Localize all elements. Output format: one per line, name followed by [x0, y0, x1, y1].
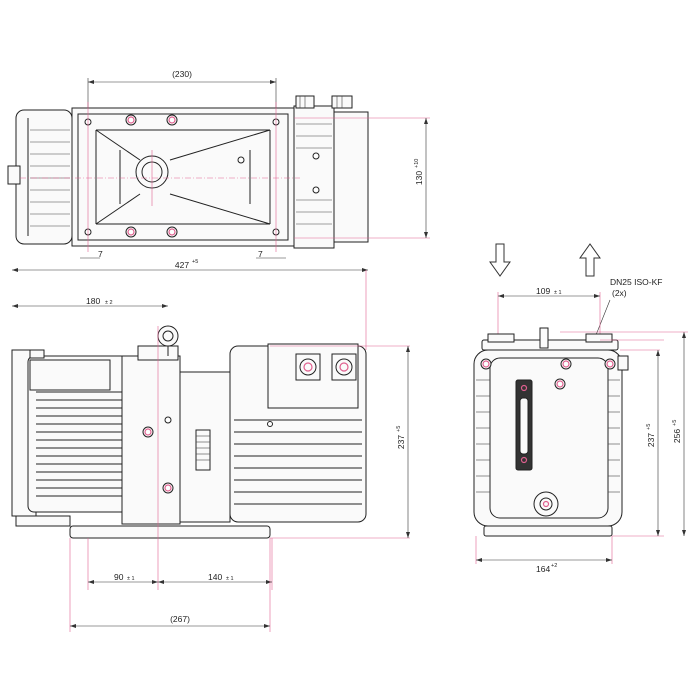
dim-base-length: (267) [170, 614, 190, 624]
dim-offset-right: 7 [258, 249, 263, 259]
end-view: DN25 ISO-KF (2x) 109 ± 1 [473, 277, 688, 574]
callout-flange-qty: (2x) [612, 288, 627, 298]
arrow-up-icon [579, 243, 601, 277]
dim-flange-offset-tol: ± 2 [105, 300, 113, 306]
arrow-down-icon [489, 243, 511, 277]
dim-overall-length: 427 [175, 260, 189, 270]
dim-end-width-tol: +2 [551, 563, 557, 569]
dim-side-height-tol: +5 [396, 426, 402, 432]
dim-end-height-tol: +5 [646, 424, 652, 430]
dim-top-width: (230) [172, 69, 192, 79]
dim-end-total-height: 256 [672, 429, 682, 443]
dim-end-flange-spacing-tol: ± 1 [554, 290, 562, 296]
side-view: 180 ± 2 [11, 270, 410, 632]
dim-end-total-height-tol: +5 [672, 420, 678, 426]
callout-flange-type: DN25 ISO-KF [610, 277, 662, 287]
dim-top-height-tol: +10 [414, 159, 420, 168]
dim-offset-left: 7 [98, 249, 103, 259]
top-view: (230) [7, 69, 430, 259]
dim-end-width: 164 [536, 564, 550, 574]
dim-end-flange-spacing: 109 [536, 286, 550, 296]
dim-side-height: 237 [396, 435, 406, 449]
dim-end-height: 237 [646, 433, 656, 447]
dim-flange-offset: 180 [86, 296, 100, 306]
dim-foot-right: 140 [208, 572, 222, 582]
dim-foot-left-tol: ± 1 [127, 576, 135, 582]
dim-top-height: 130 [414, 171, 424, 185]
dim-foot-left: 90 [114, 572, 124, 582]
dim-foot-right-tol: ± 1 [226, 576, 234, 582]
dim-overall-length-tol: +5 [192, 259, 198, 265]
